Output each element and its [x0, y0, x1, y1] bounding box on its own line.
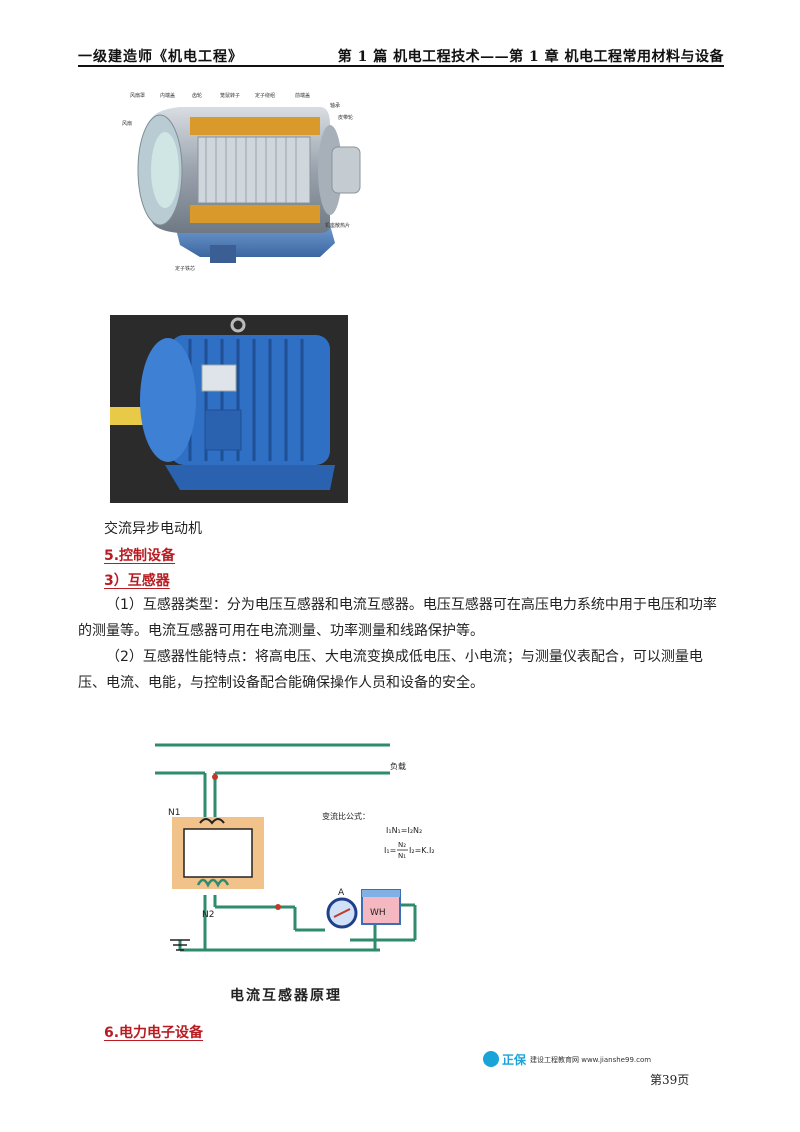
stator-winding-bottom	[190, 205, 320, 223]
label-stator-winding: 定子绕组	[255, 92, 275, 99]
logo-badge-icon	[483, 1051, 499, 1067]
formula-title: 变流比公式：	[322, 811, 370, 821]
stator-winding-top	[190, 117, 320, 135]
ground-symbol	[170, 939, 190, 951]
section-heading-control-equipment: 5.控制设备	[104, 548, 176, 564]
label-watthour: WH	[370, 908, 386, 918]
motor-caption: 交流异步电动机	[104, 521, 202, 537]
ac-motor-photo	[110, 315, 348, 503]
formula-line-2-right: I₂=K.I₂	[409, 846, 435, 855]
pulley	[331, 146, 361, 194]
motor-feet	[165, 465, 335, 490]
label-ammeter: A	[338, 888, 345, 898]
label-squirrel-rotor: 笼鼠转子	[220, 92, 240, 99]
header-chapter-title: 第 1 篇 机电工程技术——第 1 章 机电工程常用材料与设备	[337, 49, 724, 65]
footer-logo: 正保 建设工程教育网 www.jianshe99.com	[483, 1051, 683, 1069]
nameplate	[201, 364, 237, 392]
label-heat-sink: 机座散热片	[325, 222, 350, 229]
paragraph-transformer-types: （1）互感器类型：分为电压互感器和电流互感器。电压互感器可在高压电力系统中用于电…	[78, 597, 717, 639]
current-transformer-diagram: 负载 变流比公式： I₁N₁=I₂N₂ I₁= N₂ N₁ I₂=K.I₂ N1…	[155, 743, 435, 952]
formula-line-1: I₁N₁=I₂N₂	[386, 826, 422, 835]
subsection-heading-transformer: 3）互感器	[104, 573, 170, 589]
section-heading-power-electronics: 6.电力电子设备	[104, 1025, 204, 1041]
fan	[151, 132, 179, 208]
logo-site: 建设工程教育网 www.jianshe99.com	[530, 1056, 652, 1064]
label-n1: N1	[168, 808, 180, 818]
label-n2: N2	[202, 910, 214, 920]
junction-dot	[275, 904, 281, 910]
page-header: 一级建造师《机电工程》 第 1 篇 机电工程技术——第 1 章 机电工程常用材料…	[78, 44, 724, 66]
formula-frac-den: N₁	[398, 852, 406, 860]
formula-line-2-left: I₁=	[384, 846, 396, 855]
page-number: 第39页	[650, 1073, 690, 1087]
label-bearing: 轴承	[330, 102, 340, 109]
ct-diagram-caption: 电流互感器原理	[230, 988, 342, 1004]
label-stator-core: 定子铁芯	[175, 265, 195, 272]
primary-coil	[199, 818, 225, 825]
header-book-title: 一级建造师《机电工程》	[78, 49, 243, 65]
motor-foot	[210, 245, 236, 263]
header-rule	[78, 65, 724, 67]
load-label: 负载	[390, 761, 406, 771]
terminal-box	[204, 409, 242, 451]
label-fan: 风扇	[122, 120, 132, 127]
rotor	[197, 136, 311, 204]
motor-cutaway-figure: 风扇罩 内端盖 齿轮 笼鼠转子 定子绕组 前端盖 轴承 皮带轮 风扇 机座散热片…	[122, 92, 361, 272]
motor-shaft	[110, 407, 150, 425]
label-front-end-cover: 前端盖	[295, 92, 310, 99]
motor-end-bell	[140, 338, 196, 462]
label-inner-end-cover: 内端盖	[160, 92, 175, 99]
paragraph-transformer-features: （2）互感器性能特点：将高电压、大电流变换成低电压、小电流；与测量仪表配合，可以…	[78, 649, 703, 691]
lifting-eye	[230, 317, 246, 333]
junction-dot-top	[212, 774, 218, 780]
logo-text: 正保	[502, 1053, 527, 1067]
core-window	[183, 828, 253, 878]
label-gear: 齿轮	[192, 92, 202, 99]
label-fan-cover: 风扇罩	[130, 92, 145, 99]
formula-frac-num: N₂	[398, 841, 406, 849]
secondary-coil	[196, 878, 230, 888]
label-pulley: 皮带轮	[338, 114, 353, 121]
